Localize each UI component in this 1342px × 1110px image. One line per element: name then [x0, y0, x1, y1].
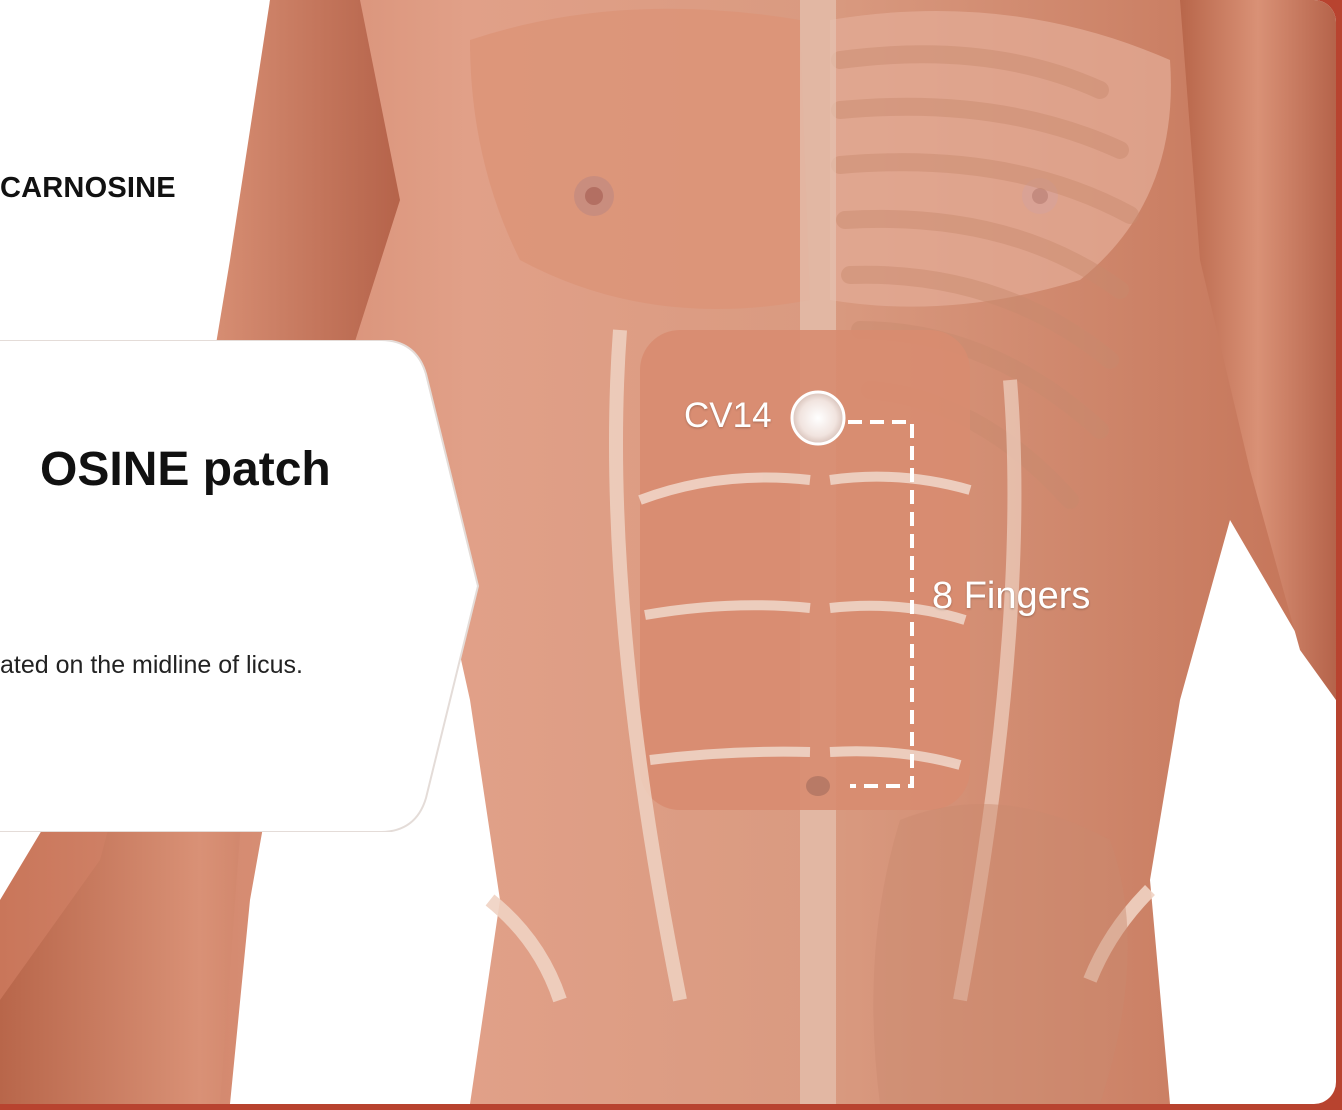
measurement-label: 8 Fingers	[932, 575, 1090, 618]
acupoint-label: CV14	[684, 396, 772, 436]
info-card	[0, 340, 480, 832]
card-description: ated on the midline of licus.	[0, 650, 318, 680]
measurement-bracket	[848, 422, 912, 786]
card-title: OSINE patch	[40, 442, 331, 497]
info-card-shape	[0, 340, 480, 832]
page-title: CARNOSINE	[0, 172, 176, 205]
acupoint-marker-icon	[792, 392, 844, 444]
